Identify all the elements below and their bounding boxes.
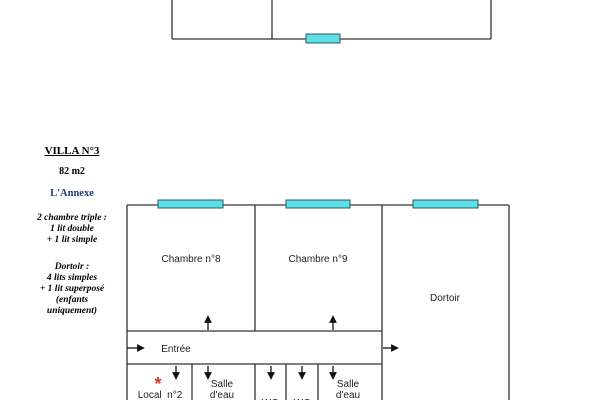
door-arrows <box>127 315 399 380</box>
dorm-note-line: (enfants <box>55 295 89 305</box>
bedrooms-note-line: 2 chambre triple : <box>37 213 107 223</box>
dorm-note-line: uniquement) <box>46 306 98 316</box>
upper-plan-fragment <box>171 0 492 40</box>
upper-window <box>305 33 341 44</box>
room-label-salle-eau-right-l1: Salle <box>337 379 360 390</box>
window-chambre-9 <box>285 199 351 209</box>
room-label-entree: Entrée <box>161 344 191 355</box>
room-label-wc-left: WC <box>262 398 279 400</box>
villa-title: VILLA N°3 <box>44 145 100 157</box>
dorm-note-line: Dortoir : <box>54 262 90 272</box>
room-label-chambre-9: Chambre n°9 <box>288 254 347 265</box>
window-chambre-8 <box>157 199 224 209</box>
room-label-salle-eau-left-l1: Salle <box>211 379 234 390</box>
asterisk-marker: * <box>154 374 161 394</box>
room-label-dortoir: Dortoir <box>430 293 461 304</box>
dorm-note-line: 4 lits simples <box>46 273 98 283</box>
room-label-salle-eau-left-l2: d'eau <box>210 390 234 400</box>
bedrooms-note-line: + 1 lit simple <box>46 235 98 245</box>
dorm-note: Dortoir : 4 lits simples + 1 lit superpo… <box>18 262 126 317</box>
dorm-note-line: + 1 lit superposé <box>39 284 105 294</box>
bedrooms-note-line: 1 lit double <box>50 224 94 234</box>
bedrooms-note: 2 chambre triple : 1 lit double + 1 lit … <box>18 213 126 246</box>
room-label-wc-right: WC <box>294 398 311 400</box>
villa-subtitle: L'Annexe <box>50 188 94 199</box>
room-label-local: Local n°2 <box>138 390 183 400</box>
room-label-salle-eau-right-l2: d'eau <box>336 390 360 400</box>
villa-area: 82 m2 <box>59 166 85 177</box>
room-label-chambre-8: Chambre n°8 <box>161 254 220 265</box>
window-dortoir <box>412 199 479 209</box>
